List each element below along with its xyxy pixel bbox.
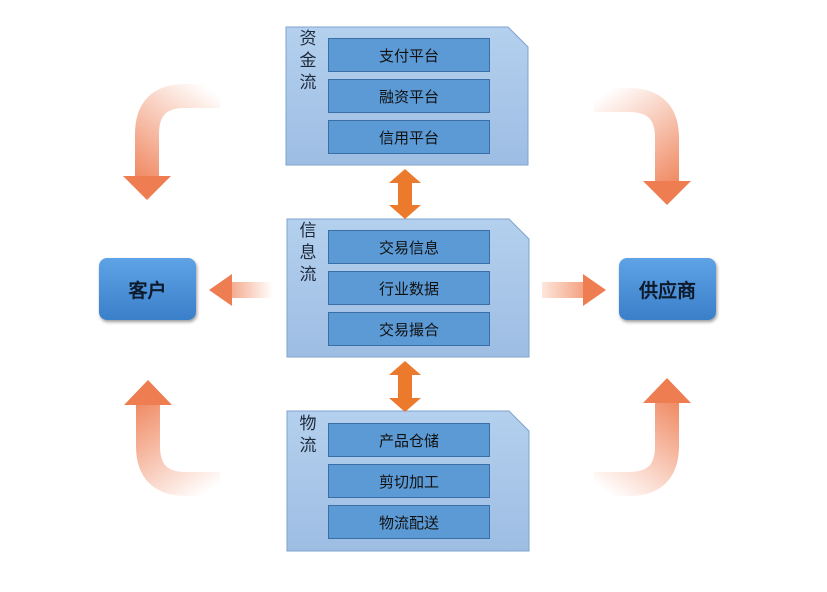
arrow-to-customer — [209, 274, 273, 306]
item-financing-platform: 融资平台 — [328, 79, 490, 113]
item-trade-info: 交易信息 — [328, 230, 490, 264]
panel-info-flow-label: 信息流 — [299, 221, 317, 285]
arrow-top-left — [123, 84, 220, 200]
double-arrow-capital-info — [389, 169, 421, 219]
arrow-to-supplier — [542, 274, 606, 306]
customer-box: 客户 — [99, 258, 196, 320]
item-warehousing: 产品仓储 — [328, 423, 490, 457]
item-logistics-delivery: 物流配送 — [328, 505, 490, 539]
item-industry-data: 行业数据 — [328, 271, 490, 305]
supplier-box: 供应商 — [619, 258, 716, 320]
arrow-top-right — [594, 88, 691, 205]
arrow-bottom-right — [594, 378, 691, 496]
item-credit-platform: 信用平台 — [328, 120, 490, 154]
panel-logistics-flow-label: 物流 — [299, 414, 317, 456]
item-payment-platform: 支付平台 — [328, 38, 490, 72]
arrow-bottom-left — [124, 380, 220, 496]
item-cutting-processing: 剪切加工 — [328, 464, 490, 498]
double-arrow-info-logistics — [389, 361, 421, 412]
item-trade-matching: 交易撮合 — [328, 312, 490, 346]
panel-capital-flow-label: 资金流 — [299, 29, 317, 93]
